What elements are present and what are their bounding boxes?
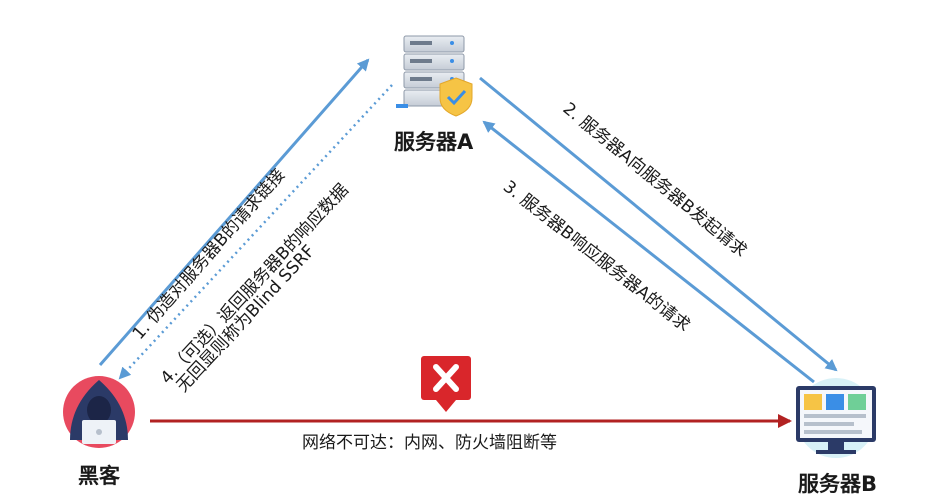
arrow-step2 — [479, 76, 838, 372]
blocked-label: 网络不可达：内网、防火墙阻断等 — [302, 433, 557, 453]
arrow-step4 — [118, 84, 393, 380]
server-shield-icon — [396, 35, 473, 117]
arrow-step1 — [98, 58, 370, 366]
hooded-hacker-icon — [63, 376, 135, 448]
hacker-label: 黑客 — [78, 464, 120, 488]
monitor-dashboard-icon — [796, 378, 876, 458]
arrow-step3 — [482, 120, 815, 384]
blocked-x-icon — [421, 356, 471, 412]
server-a-label: 服务器A — [394, 130, 474, 154]
server-b-label: 服务器B — [798, 472, 878, 496]
